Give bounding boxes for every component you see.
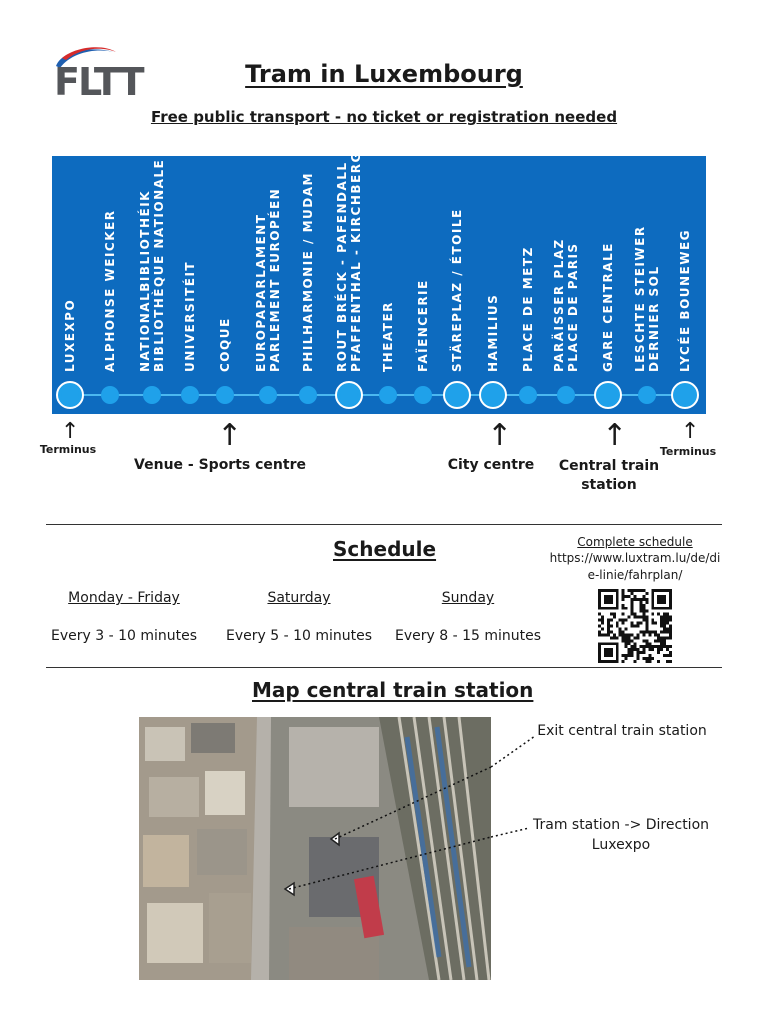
page-title: Tram in Luxembourg — [245, 60, 523, 88]
terminus-right-label: Terminus — [659, 445, 717, 458]
tram-stop-label: LESCHTE STEIWER — [633, 225, 647, 372]
tram-stop-label: FAÏENCERIE — [416, 279, 430, 372]
arrow-up-icon: ↑ — [602, 418, 628, 453]
tram-stop-dot — [335, 381, 363, 409]
aerial-map-image — [139, 717, 491, 980]
tram-stop-label: LYCÉE BOUNEWEG — [678, 228, 692, 372]
tram-stop-label: PLACE DE METZ — [521, 246, 535, 372]
schedule-frequency-weekday: Every 3 - 10 minutes — [50, 628, 198, 644]
tram-stop-label: ALPHONSE WEICKER — [103, 209, 117, 372]
logo-swoosh-icon — [56, 47, 116, 68]
tram-stop-dot — [101, 386, 119, 404]
tram-stop-dot — [443, 381, 471, 409]
fltt-logo: FLTT — [52, 44, 156, 102]
arrow-up-icon: ↑ — [681, 419, 700, 444]
tram-stop-dot — [414, 386, 432, 404]
city-centre-label: City centre — [447, 457, 535, 473]
schedule-frequency-sunday: Every 8 - 15 minutes — [394, 628, 542, 644]
tram-stop-label: LUXEXPO — [63, 298, 77, 372]
divider-top — [46, 524, 722, 525]
tram-line-board: LUXEXPO ALPHONSE WEICKER NATIONALBIBLIOTHÉ… — [52, 151, 706, 414]
tram-stop-dot — [594, 381, 622, 409]
tram-stop-label: EUROPAPARLAMENT — [254, 213, 268, 372]
tram-stop-dot — [181, 386, 199, 404]
complete-schedule-label[interactable]: Complete schedule — [577, 535, 693, 549]
tram-stop-label: DERNIER SOL — [647, 265, 661, 372]
tram-stop-label: BIBLIOTHÈQUE NATIONALE — [152, 158, 166, 372]
qr-code-icon[interactable] — [597, 589, 673, 663]
tram-stop-label: THEATER — [381, 301, 395, 372]
tram-stop-label: NATIONALBIBLIOTHÉIK — [138, 190, 152, 372]
tram-stop-dot — [379, 386, 397, 404]
schedule-day-saturday: Saturday — [267, 590, 331, 606]
schedule-frequency-saturday: Every 5 - 10 minutes — [225, 628, 373, 644]
tram-stop-dot — [216, 386, 234, 404]
tram-stop-label: COQUE — [218, 317, 232, 372]
schedule-title: Schedule — [333, 537, 437, 561]
page-subtitle: Free public transport - no ticket or reg… — [150, 108, 618, 126]
arrow-up-icon: ↑ — [487, 418, 513, 453]
exit-station-note: Exit central train station — [537, 723, 707, 739]
tram-stop-label: PHILHARMONIE / MUDAM — [301, 172, 315, 372]
tram-stop-dot — [56, 381, 84, 409]
tram-stop-dot — [299, 386, 317, 404]
tram-stop-dot — [479, 381, 507, 409]
tram-track-line — [70, 394, 686, 396]
tram-stop-dot — [671, 381, 699, 409]
map-leader-lines — [491, 735, 536, 838]
terminus-left-label: Terminus — [39, 443, 97, 456]
arrow-up-icon: ↑ — [217, 418, 243, 453]
tram-stop-label: PARÄISSER PLAZ — [552, 238, 566, 372]
tram-stop-label: ROUT BRÉCK - PAFENDALL — [335, 161, 349, 372]
tram-stop-dot — [557, 386, 575, 404]
tram-stop-dot — [638, 386, 656, 404]
arrow-up-icon: ↑ — [61, 419, 80, 444]
tram-stop-dot — [259, 386, 277, 404]
tram-stop-label: STÄREPLAZ / ÉTOILE — [450, 208, 464, 372]
tram-stop-label: GARE CENTRALE — [601, 242, 615, 372]
tram-stop-label: PLACE DE PARIS — [566, 242, 580, 372]
tram-stop-dot — [519, 386, 537, 404]
central-station-label: Central train station — [558, 458, 660, 493]
tram-station-note: Tram station -> Direction Luxexpo — [532, 817, 710, 853]
venue-label: Venue - Sports centre — [134, 457, 306, 473]
tram-stop-label: PARLEMENT EUROPÉEN — [268, 187, 282, 372]
map-section-title: Map central train station — [252, 678, 534, 702]
schedule-day-sunday: Sunday — [441, 590, 495, 606]
tram-stop-label: PFAFFENTHAL - KIRCHBERG — [349, 151, 363, 372]
tram-stop-label: UNIVERSITÉIT — [183, 260, 197, 372]
divider-bottom — [46, 667, 722, 668]
schedule-day-weekday: Monday - Friday — [68, 590, 180, 606]
tram-stop-label: HAMILIUS — [486, 293, 500, 372]
logo-wordmark: FLTT — [54, 60, 145, 104]
tram-stop-dot — [143, 386, 161, 404]
schedule-url[interactable]: https://www.luxtram.lu/de/die-linie/fahr… — [549, 551, 721, 582]
